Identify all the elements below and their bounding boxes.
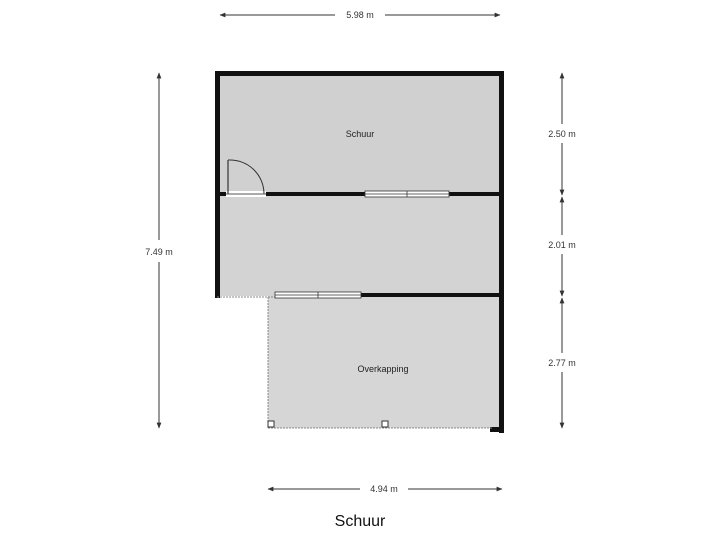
open-edges <box>217 296 492 429</box>
dimension-bottom-label: 4.94 m <box>370 484 398 494</box>
dimension-right-3-label: 2.77 m <box>548 358 576 368</box>
dimension-right-1-label: 2.50 m <box>548 129 576 139</box>
room-label-overkapping: Overkapping <box>357 364 408 374</box>
post-middle <box>381 420 389 428</box>
page-title: Schuur <box>334 513 386 530</box>
schuur-room <box>217 73 502 195</box>
middle-room <box>217 195 502 296</box>
post-left <box>267 420 275 428</box>
room-label-schuur: Schuur <box>346 129 375 139</box>
overkapping-area <box>268 296 502 428</box>
window-top <box>364 190 450 198</box>
dimension-right-2-label: 2.01 m <box>548 240 576 250</box>
dimension-top-label: 5.98 m <box>346 10 374 20</box>
walls <box>215 71 504 433</box>
window-bottom <box>274 291 362 299</box>
door <box>226 159 266 197</box>
dimension-left-label: 7.49 m <box>145 247 173 257</box>
